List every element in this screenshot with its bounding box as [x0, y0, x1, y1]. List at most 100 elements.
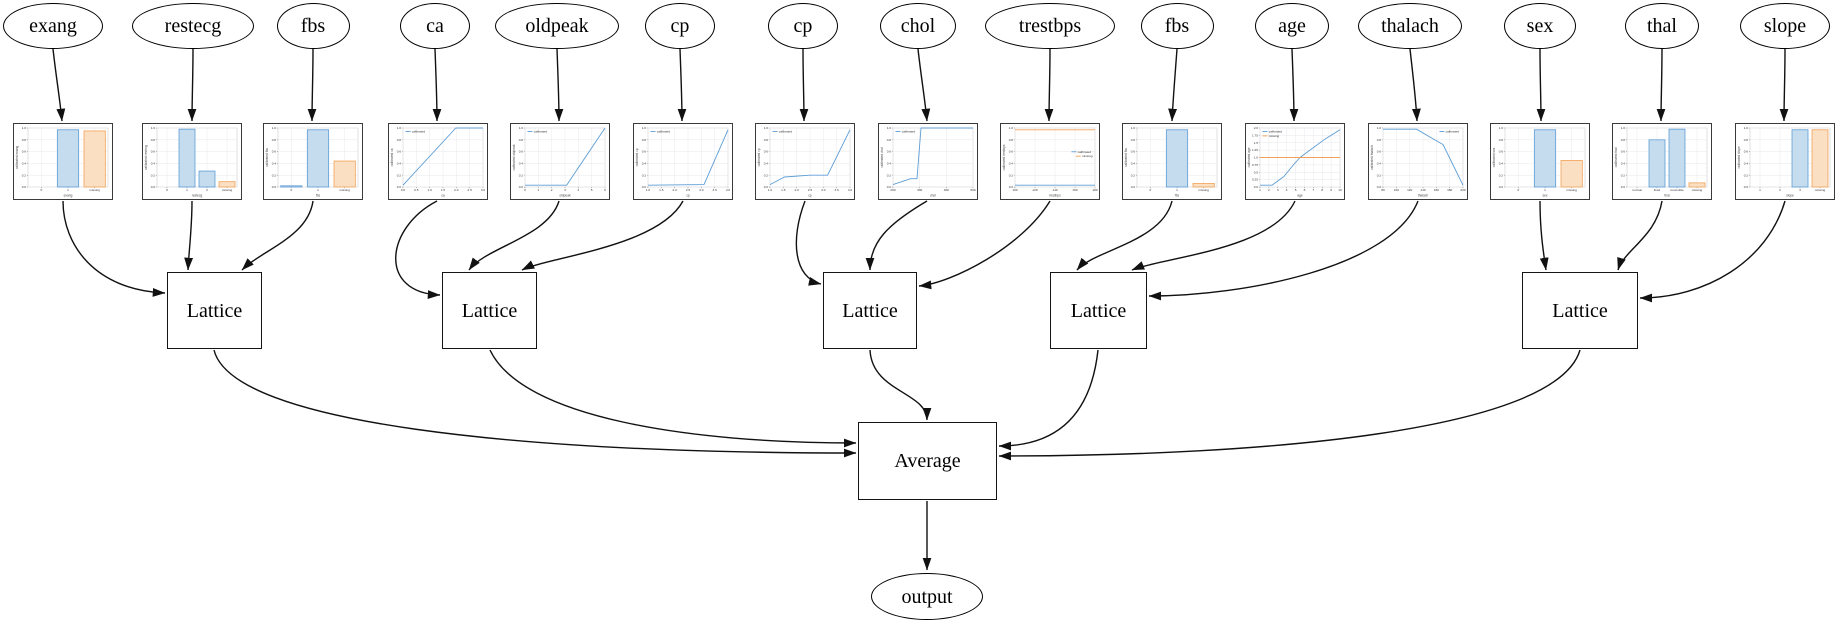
svg-text:0: 0: [1517, 188, 1519, 192]
feature-label: ca: [426, 15, 444, 37]
edge-lattice-1-to-average: [213, 349, 857, 458]
svg-text:0.8: 0.8: [1377, 138, 1382, 142]
svg-text:0.0: 0.0: [764, 185, 769, 189]
svg-text:1: 1: [1759, 188, 1761, 192]
svg-text:0.8: 0.8: [1131, 138, 1136, 142]
svg-text:missing: missing: [1269, 134, 1280, 138]
svg-text:80: 80: [1381, 188, 1385, 192]
svg-text:calibrated fbs: calibrated fbs: [1124, 148, 1128, 167]
svg-text:1.0: 1.0: [1131, 126, 1136, 130]
svg-text:100: 100: [1394, 188, 1399, 192]
lattice-node-2: Lattice: [442, 272, 537, 349]
feature-node-oldpeak: oldpeak: [495, 3, 619, 49]
svg-text:0.0: 0.0: [1621, 185, 1626, 189]
feature-node-cp-1: cp: [645, 3, 715, 49]
svg-text:4: 4: [1286, 188, 1288, 192]
svg-text:0.25: 0.25: [1252, 178, 1258, 182]
svg-text:0: 0: [290, 188, 292, 192]
svg-text:1: 1: [1544, 188, 1546, 192]
svg-text:0.0: 0.0: [151, 185, 156, 189]
svg-text:2: 2: [1268, 188, 1270, 192]
feature-node-thal: thal: [1625, 3, 1699, 49]
svg-text:0.0: 0.0: [397, 185, 402, 189]
lattice-label: Lattice: [186, 299, 243, 322]
svg-text:0.6: 0.6: [519, 150, 524, 154]
svg-text:1.0: 1.0: [519, 126, 524, 130]
feature-label: restecg: [164, 15, 222, 37]
svg-text:oldpeak: oldpeak: [559, 193, 571, 197]
svg-text:calibrated thal: calibrated thal: [1614, 147, 1618, 167]
svg-text:3.5: 3.5: [835, 188, 840, 192]
svg-text:1.0: 1.0: [1009, 126, 1014, 130]
svg-text:0.0: 0.0: [1254, 185, 1259, 189]
feature-label: sex: [1526, 15, 1554, 37]
edge-cal-cp-1-to-lattice-2: [521, 200, 684, 271]
svg-text:calibrated restecg: calibrated restecg: [144, 145, 148, 170]
svg-text:0.4: 0.4: [642, 162, 647, 166]
edge-thalach-to-cal-thalach: [1409, 48, 1421, 122]
svg-text:1.0: 1.0: [642, 126, 647, 130]
svg-text:8: 8: [1321, 188, 1323, 192]
edge-lattice-5-to-average: [998, 349, 1581, 461]
svg-text:0: 0: [40, 188, 42, 192]
svg-text:0.0: 0.0: [22, 185, 27, 189]
svg-text:age: age: [1297, 193, 1303, 197]
svg-text:4.0: 4.0: [848, 188, 853, 192]
edge-restecg-to-cal-restecg: [187, 48, 197, 122]
svg-text:0.4: 0.4: [22, 162, 27, 166]
svg-text:2.0: 2.0: [795, 188, 800, 192]
svg-text:1: 1: [537, 188, 539, 192]
feature-node-exang: exang: [3, 3, 103, 49]
edge-age-to-cal-age: [1289, 48, 1299, 122]
svg-text:calibrated exang: calibrated exang: [15, 146, 19, 170]
svg-text:0.6: 0.6: [151, 150, 156, 154]
svg-text:1.75: 1.75: [1252, 133, 1258, 137]
svg-text:0.0: 0.0: [887, 185, 892, 189]
edge-cal-slope-to-lattice-5: [1639, 200, 1786, 303]
feature-node-cp-2: cp: [768, 3, 838, 49]
svg-text:exang: exang: [64, 193, 73, 197]
svg-text:1.5: 1.5: [1254, 141, 1259, 145]
svg-text:0.0: 0.0: [642, 185, 647, 189]
svg-text:0.6: 0.6: [1131, 150, 1136, 154]
feature-label: thalach: [1381, 15, 1439, 37]
edge-chol-to-cal-chol: [917, 48, 931, 122]
svg-text:500: 500: [970, 188, 975, 192]
lattice-node-4: Lattice: [1050, 272, 1147, 349]
svg-text:0.4: 0.4: [151, 162, 156, 166]
svg-text:1.0: 1.0: [22, 126, 27, 130]
svg-text:0: 0: [524, 188, 526, 192]
svg-text:2.5: 2.5: [686, 188, 691, 192]
feature-node-ca: ca: [400, 3, 470, 49]
feature-node-sex: sex: [1504, 3, 1576, 49]
svg-text:calibrated fbs: calibrated fbs: [265, 148, 269, 167]
svg-text:3.0: 3.0: [481, 188, 486, 192]
edge-cal-ca-to-lattice-2: [395, 200, 441, 300]
svg-text:calibrated slope: calibrated slope: [1737, 146, 1741, 169]
svg-text:fbs: fbs: [1175, 193, 1180, 197]
svg-text:1.0: 1.0: [887, 126, 892, 130]
svg-text:1: 1: [317, 188, 319, 192]
svg-text:0.2: 0.2: [519, 173, 524, 177]
svg-text:100: 100: [1012, 188, 1017, 192]
edge-cal-fbs-1-to-lattice-1: [241, 200, 314, 271]
svg-text:missing: missing: [1082, 154, 1093, 158]
svg-text:0: 0: [1149, 188, 1151, 192]
edge-cp-1-to-cal-cp-1: [677, 48, 687, 122]
svg-text:1: 1: [67, 188, 69, 192]
svg-text:fixed: fixed: [1654, 188, 1661, 192]
edge-fbs-2-to-cal-fbs-2: [1168, 48, 1178, 122]
svg-text:0.6: 0.6: [887, 150, 892, 154]
svg-text:3: 3: [1277, 188, 1279, 192]
edge-oldpeak-to-cal-oldpeak: [554, 48, 564, 122]
output-label: output: [901, 585, 953, 608]
svg-text:0.0: 0.0: [519, 185, 524, 189]
